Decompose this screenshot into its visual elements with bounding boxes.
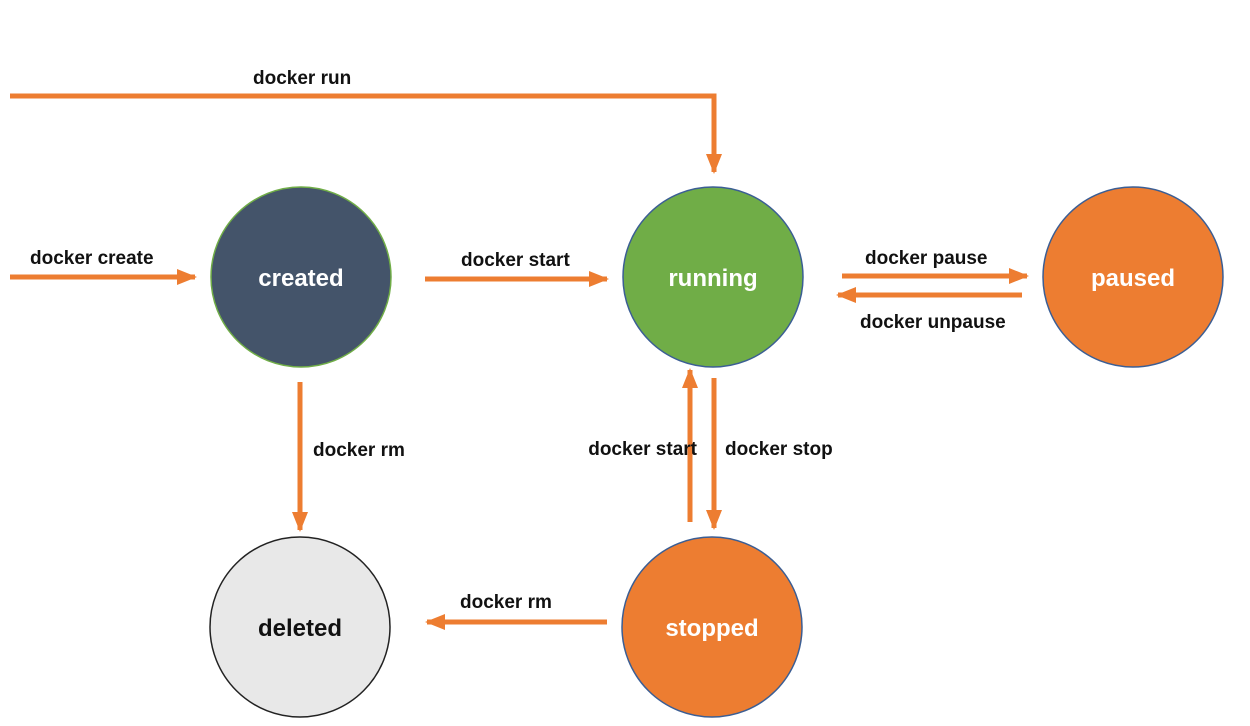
label-docker-stop: docker stop <box>725 439 833 460</box>
label-docker-start-stopped: docker start <box>588 439 697 460</box>
edge-docker-run <box>10 93 722 174</box>
label-docker-rm-stopped: docker rm <box>460 592 552 613</box>
node-paused: paused <box>1042 186 1224 368</box>
node-stopped: stopped <box>621 536 803 718</box>
label-docker-rm-created: docker rm <box>313 440 405 461</box>
label-docker-run: docker run <box>253 68 351 89</box>
edges <box>10 93 1029 630</box>
label-docker-pause: docker pause <box>865 248 988 269</box>
node-created: created <box>210 186 392 368</box>
label-docker-unpause: docker unpause <box>860 312 1006 333</box>
paused-circle <box>1042 186 1224 368</box>
created-label: created <box>258 265 343 292</box>
node-running: running <box>622 186 804 368</box>
stopped-label: stopped <box>665 615 758 642</box>
deleted-label: deleted <box>258 615 342 642</box>
running-label: running <box>668 265 757 292</box>
created-circle <box>210 186 392 368</box>
paused-label: paused <box>1091 265 1175 292</box>
label-docker-start-created: docker start <box>461 250 570 271</box>
node-deleted: deleted <box>209 536 391 718</box>
running-circle <box>622 186 804 368</box>
stopped-circle <box>621 536 803 718</box>
label-docker-create: docker create <box>30 248 154 269</box>
deleted-circle <box>209 536 391 718</box>
